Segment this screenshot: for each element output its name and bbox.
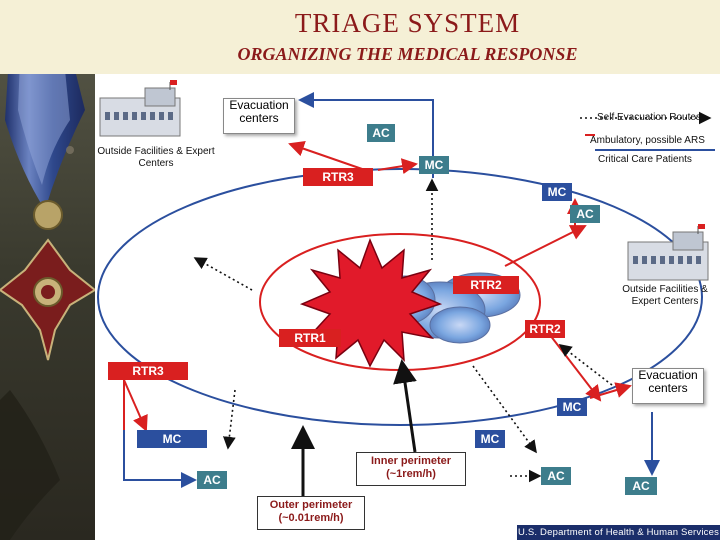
dotted-arrow-left-down: [222, 389, 236, 450]
red-arrow-mc-to-evac: [589, 382, 632, 399]
page-title: TRIAGE SYSTEM: [294, 8, 521, 38]
ac-box-left: AC: [197, 471, 227, 489]
hospital-building-right: [627, 224, 709, 281]
explosion-burst: [299, 237, 443, 368]
mc-box-bottom: MC: [475, 430, 505, 448]
legend-ambulatory: Ambulatory, possible ARS: [590, 135, 705, 146]
evacuation-centers-right: Evacuation centers: [632, 368, 704, 404]
ac-box-far: AC: [625, 477, 657, 495]
ac-box-top: AC: [367, 124, 395, 142]
dotted-arrow-upper-left: [193, 257, 253, 291]
outside-facilities-right: Outside Facilities & Expert Centers: [622, 284, 708, 307]
page-subtitle: ORGANIZING THE MEDICAL RESPONSE: [237, 44, 578, 64]
medal-sidebar-image: [0, 0, 95, 540]
ac-box-right-1: AC: [570, 205, 600, 223]
red-arrow-rtr3-to-mc: [377, 158, 418, 175]
red-arrow-rtr3-to-ac: [288, 141, 366, 171]
medal-illustration: [0, 0, 95, 540]
mc-box-right-1: MC: [542, 183, 572, 201]
outer-perimeter-title: Outer perimeter: [269, 499, 353, 511]
red-arrow-rtr3-to-mc: [123, 379, 148, 432]
header-band: [0, 0, 720, 74]
evacuation-centers-top-label: Evacuation centers: [229, 98, 289, 125]
mc-box-top: MC: [419, 156, 449, 174]
mc-box-left: MC: [137, 430, 207, 448]
inner-perimeter-label: Inner perimeter (~1rem/h): [356, 452, 466, 486]
red-arrow-rtr2-to-ac: [504, 225, 587, 267]
red-arrow-rtr2-to-mc: [549, 334, 602, 402]
evacuation-centers-top: Evacuation centers: [223, 98, 295, 134]
inner-perimeter-pointer: [393, 359, 417, 453]
rtr1-box: RTR1: [279, 329, 341, 347]
blue-route-top: [298, 92, 434, 178]
rtr3-box-left: RTR3: [108, 362, 188, 380]
rtr2-box-lower: RTR2: [525, 320, 565, 338]
legend-self-evacuation: Self Evacuation Routes: [597, 112, 701, 123]
mc-box-right-2: MC: [557, 398, 587, 416]
outer-perimeter-label: Outer perimeter (~0.01rem/h): [257, 496, 365, 530]
hospital-building-top: [99, 80, 181, 137]
legend-critical-care: Critical Care Patients: [598, 154, 692, 165]
dotted-arrow-right: [558, 344, 613, 386]
ac-box-bottom: AC: [541, 467, 571, 485]
inner-perimeter-title: Inner perimeter: [370, 455, 452, 467]
outside-facilities-top: Outside Facilities & Expert Centers: [97, 146, 215, 169]
outer-perimeter-ellipse: [97, 168, 703, 426]
rtr2-box-upper: RTR2: [453, 276, 519, 294]
outer-perimeter-value: (~0.01rem/h): [278, 512, 344, 524]
rtr3-box-top: RTR3: [303, 168, 373, 186]
evacuation-centers-right-label: Evacuation centers: [638, 368, 698, 395]
inner-perimeter-value: (~1rem/h): [386, 468, 436, 480]
hhs-footer-banner: U.S. Department of Health & Human Servic…: [517, 525, 720, 540]
